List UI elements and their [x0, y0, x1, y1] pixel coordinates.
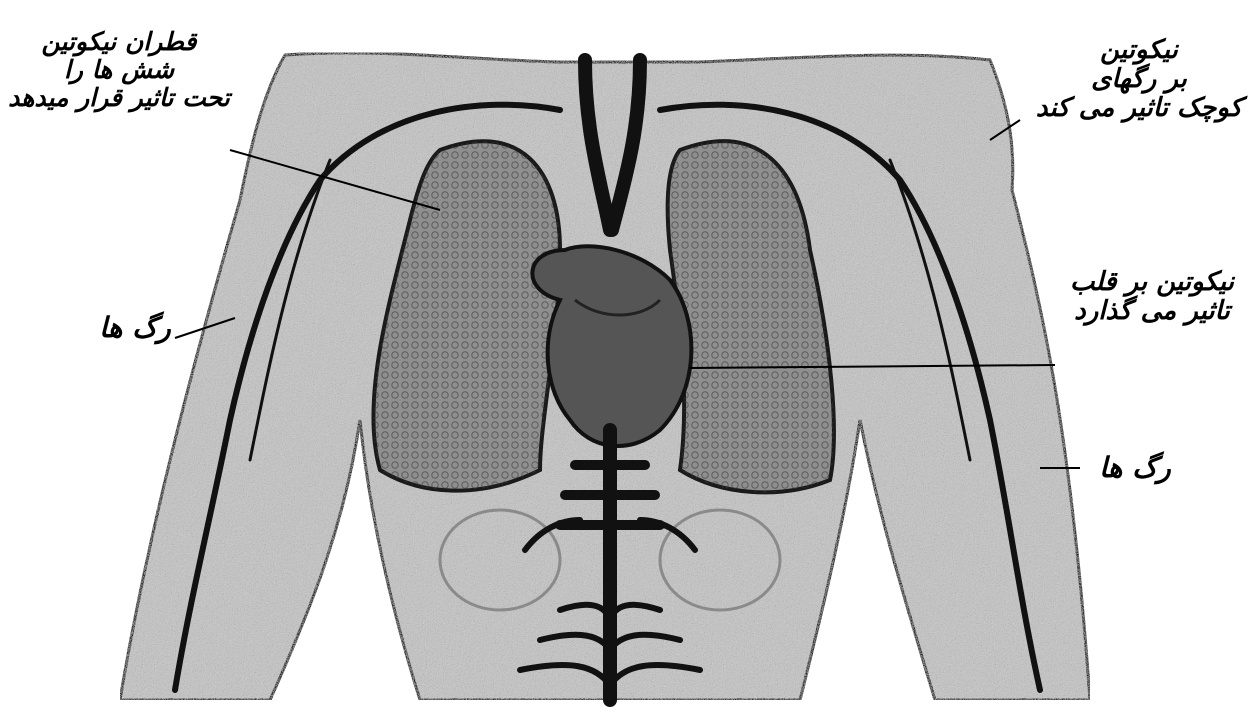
label-vessels-right-text: رگ ها [1090, 452, 1180, 483]
label-tar-line-1: قطران نیکوتین [6, 28, 232, 56]
label-tar-affects-lungs: قطران نیکوتین شش ها را تحت تاثیر قرار می… [6, 28, 232, 112]
label-small-vessels-line-2: بر رگهای [1030, 65, 1248, 94]
label-vessels-left-text: رگ ها [92, 312, 178, 343]
label-nicotine-heart: نیکوتین بر قلب تاثیر می گذارد [1058, 268, 1246, 326]
label-small-vessels-line-3: کوچک تاثیر می کند [1030, 94, 1248, 123]
label-tar-line-2: شش ها را [6, 56, 232, 84]
label-vessels-left: رگ ها [92, 312, 178, 343]
label-vessels-right: رگ ها [1090, 452, 1180, 483]
label-heart-line-2: تاثیر می گذارد [1058, 297, 1246, 326]
label-small-vessels-line-1: نیکوتین [1030, 36, 1248, 65]
label-heart-line-1: نیکوتین بر قلب [1058, 268, 1246, 297]
label-tar-line-3: تحت تاثیر قرار میدهد [6, 84, 232, 112]
label-nicotine-small-vessels: نیکوتین بر رگهای کوچک تاثیر می کند [1030, 36, 1248, 123]
